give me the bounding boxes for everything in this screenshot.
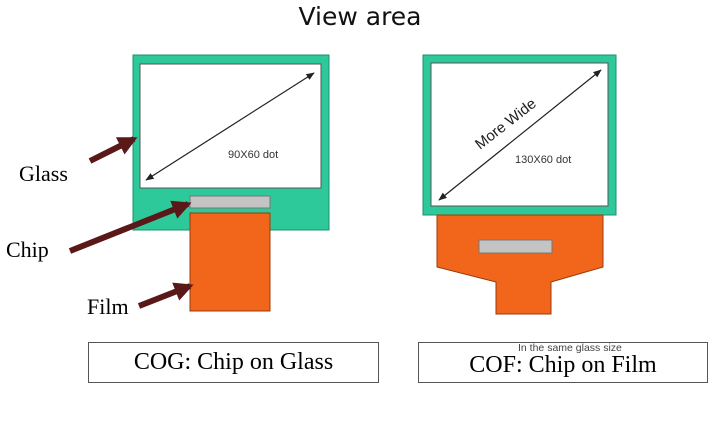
- cog-resolution-label: 90X60 dot: [228, 149, 278, 161]
- cof-diagonal-arrow: [438, 69, 602, 201]
- cof-note: In the same glass size: [518, 342, 622, 354]
- cog-caption-box: COG: Chip on Glass: [88, 342, 379, 383]
- cof-chip: [478, 239, 553, 254]
- cof-film: [436, 214, 604, 315]
- glass-label: Glass: [19, 161, 68, 186]
- cog-caption: COG: Chip on Glass: [133, 349, 334, 375]
- cog-diagonal-arrow: [145, 72, 315, 181]
- chip-callout-arrow: [68, 200, 192, 254]
- diagram-title: View area: [298, 2, 422, 31]
- chip-label: Chip: [6, 237, 49, 262]
- cof-resolution-label: 130X60 dot: [515, 154, 571, 166]
- glass-callout-arrow: [88, 136, 138, 164]
- film-callout-arrow: [137, 282, 194, 309]
- film-label: Film: [87, 294, 129, 319]
- cog-chip: [189, 195, 271, 209]
- cof-caption-box: COF: Chip on Film: [418, 342, 708, 383]
- cog-film: [189, 212, 271, 312]
- cof-caption: COF: Chip on Film: [469, 352, 657, 378]
